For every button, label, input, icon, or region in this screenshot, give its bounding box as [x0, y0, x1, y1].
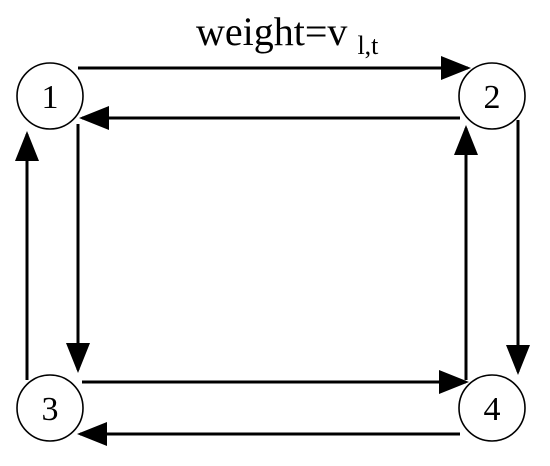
- node-2-label: 2: [484, 79, 501, 116]
- weight-annotation: weight=v l,t: [196, 9, 379, 60]
- node-1: 1: [16, 62, 84, 130]
- node-3: 3: [16, 374, 84, 442]
- node-4: 4: [458, 374, 526, 442]
- weight-subscript: l,t: [357, 31, 379, 60]
- weight-main: weight=v: [196, 9, 347, 54]
- node-2: 2: [458, 62, 526, 130]
- node-3-label: 3: [42, 391, 59, 428]
- node-1-label: 1: [42, 79, 59, 116]
- node-4-label: 4: [484, 391, 501, 428]
